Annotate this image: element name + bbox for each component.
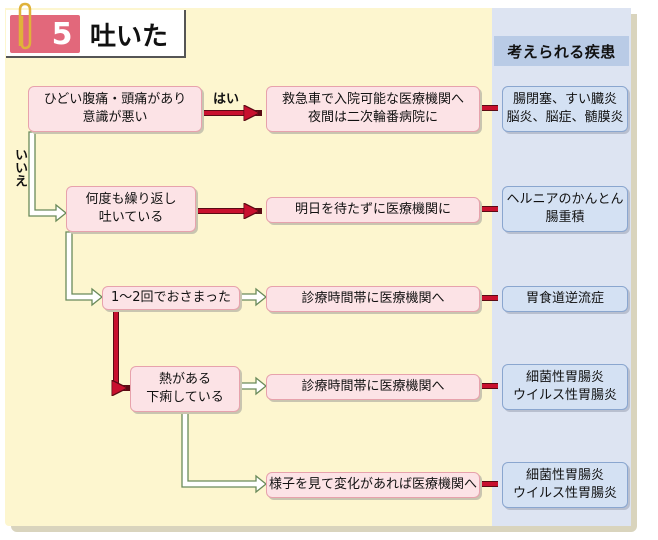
yes-label: はい — [213, 92, 240, 107]
disease-line: 細菌性胃腸炎 — [525, 370, 604, 385]
question-line: 何度も繰り返し — [85, 192, 177, 207]
action-box-before-tomorrow: 明日を待たずに医療機関に — [266, 197, 480, 223]
disease-line: 腸閉塞、すい臓炎 — [512, 92, 617, 107]
disease-line: ウイルス性胃腸炎 — [512, 388, 617, 403]
question-box-repeated-vomiting: 何度も繰り返し 吐いている — [66, 186, 196, 232]
action-box-ambulance: 救急車で入院可能な医療機関へ 夜間は二次輪番病院に — [266, 86, 480, 132]
section-number: 5 — [51, 16, 73, 52]
action-box-office-hours: 診療時間帯に医療機関へ — [266, 286, 480, 312]
question-box-severe-pain: ひどい腹痛・頭痛があり 意識が悪い — [28, 86, 202, 132]
action-line: 救急車で入院可能な医療機関へ — [281, 92, 464, 107]
paperclip-icon — [18, 2, 32, 50]
question-line: 吐いている — [98, 210, 164, 225]
disease-box-reflux: 胃食道逆流症 — [502, 286, 628, 312]
page-title: 吐いた — [90, 21, 169, 52]
disease-box-hernia: ヘルニアのかんとん 腸重積 — [502, 186, 628, 232]
disease-box-gastroenteritis-2: 細菌性胃腸炎 ウイルス性胃腸炎 — [502, 462, 628, 508]
action-box-watch: 様子を見て変化があれば医療機関へ — [266, 472, 480, 498]
disease-line: 腸重積 — [545, 210, 585, 225]
question-line: 1～2回でおさまった — [110, 290, 232, 305]
question-line: ひどい腹痛・頭痛があり — [43, 92, 187, 107]
action-line: 診療時間帯に医療機関へ — [301, 291, 445, 306]
disease-line: ウイルス性胃腸炎 — [512, 486, 617, 501]
disease-line: 胃食道逆流症 — [525, 291, 604, 306]
no-label: いいえ — [12, 148, 27, 187]
question-box-subsided: 1～2回でおさまった — [102, 286, 240, 310]
no-arrows — [28, 131, 268, 494]
disease-line: 脳炎、脳症、髄膜炎 — [506, 110, 624, 125]
disease-column-header: 考えられる疾患 — [494, 36, 629, 66]
action-line: 明日を待たずに医療機関に — [294, 202, 451, 217]
action-line: 夜間は二次輪番病院に — [307, 110, 438, 125]
question-line: 下痢している — [146, 390, 224, 405]
action-line: 様子を見て変化があれば医療機関へ — [268, 477, 477, 492]
disease-box-gastroenteritis: 細菌性胃腸炎 ウイルス性胃腸炎 — [502, 364, 628, 410]
disease-line: 細菌性胃腸炎 — [525, 468, 604, 483]
action-line: 診療時間帯に医療機関へ — [301, 379, 445, 394]
disease-box-obstruction: 腸閉塞、すい臓炎 脳炎、脳症、髄膜炎 — [502, 86, 628, 132]
question-line: 熱がある — [158, 372, 211, 387]
question-line: 意識が悪い — [82, 110, 148, 125]
question-box-fever-diarrhea: 熱がある 下痢している — [130, 366, 240, 412]
action-box-office-hours-2: 診療時間帯に医療機関へ — [266, 374, 480, 400]
disease-line: ヘルニアのかんとん — [506, 192, 624, 207]
